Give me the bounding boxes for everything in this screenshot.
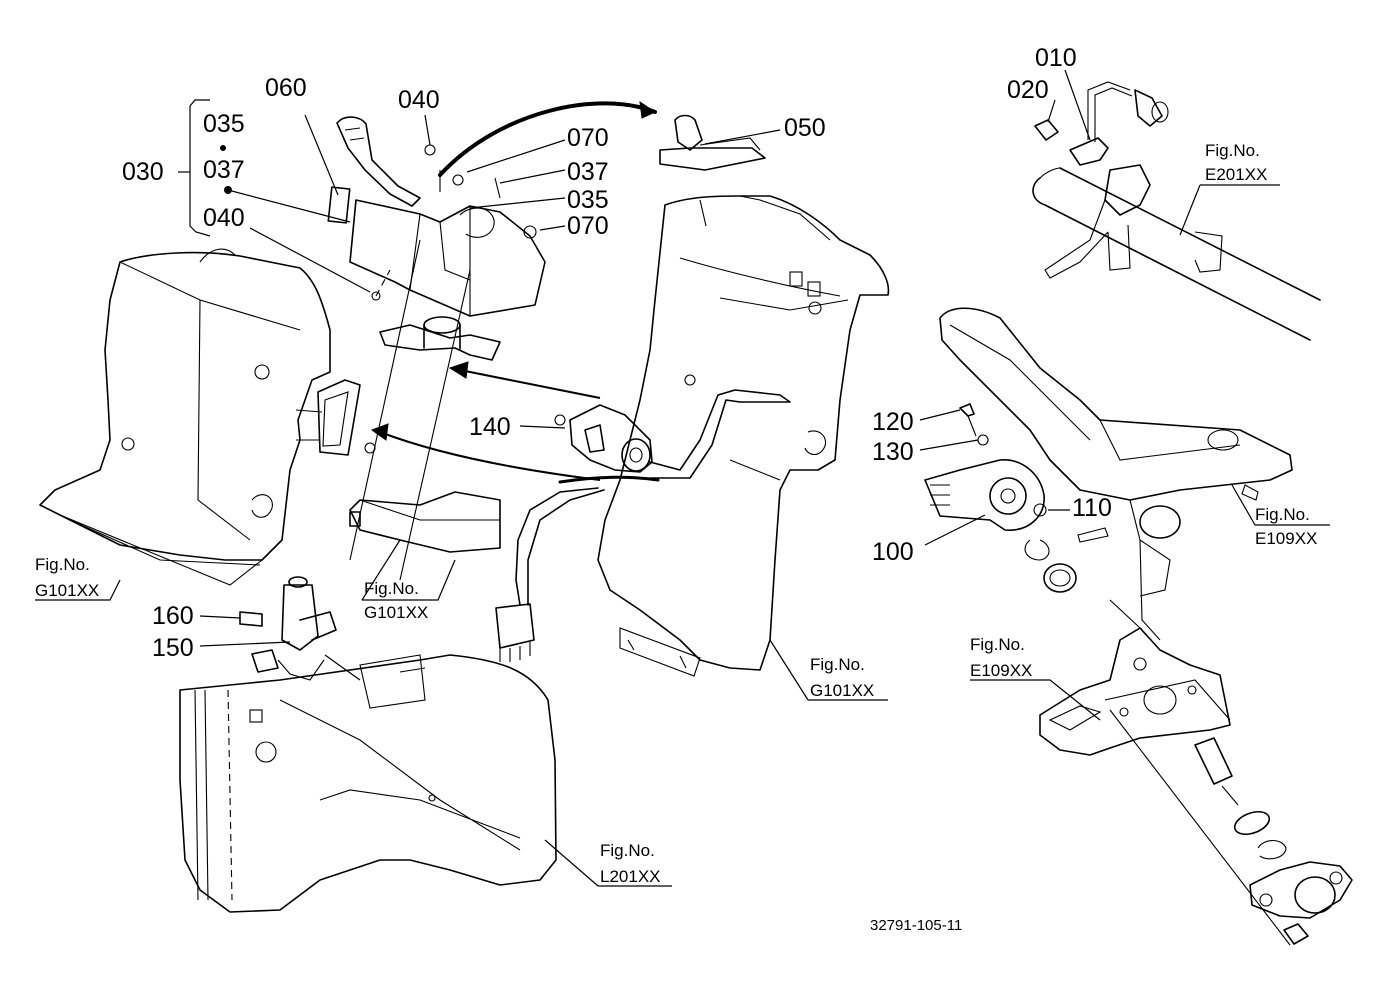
fig-ref-g101-right: G101XX (810, 681, 874, 700)
assembly-arrows (370, 100, 660, 484)
callout-150: 150 (152, 634, 194, 662)
fig-ref-e109-right: E109XX (1255, 529, 1317, 548)
callout-035-top: 035 (203, 110, 245, 138)
callout-020: 020 (1007, 76, 1049, 104)
callout-110: 110 (1072, 494, 1112, 522)
figure-references: Fig.No. G101XX Fig.No. G101XX Fig.No. G1… (35, 141, 1317, 886)
callout-labels: 030 035 037 040 060 040 070 037 035 070 … (122, 44, 1112, 662)
leader-lines (35, 69, 1330, 887)
callout-050: 050 (784, 114, 826, 142)
fig-ref-e201: E201XX (1205, 165, 1267, 184)
accelerator-pedal-assembly (939, 307, 1293, 641)
callout-070-top: 070 (567, 124, 609, 152)
steering-column-tube (349, 239, 501, 581)
callout-037-right: 037 (567, 158, 609, 186)
fig-ref-l201: L201XX (600, 867, 661, 886)
fig-ref-prefix-e109-right: Fig.No. (1255, 505, 1310, 524)
callout-140: 140 (469, 413, 511, 441)
fig-ref-prefix-e109-left: Fig.No. (970, 635, 1025, 654)
drawing-code: 32791-105-11 (870, 917, 962, 934)
fig-ref-prefix-e201: Fig.No. (1205, 141, 1260, 160)
fig-ref-prefix-l201: Fig.No. (600, 841, 655, 860)
solenoid-150 (239, 576, 337, 681)
fig-ref-prefix-g101-left: Fig.No. (35, 555, 90, 574)
switch-harness-140 (495, 389, 791, 662)
callout-070-right: 070 (567, 212, 609, 240)
callout-037-top: 037 (203, 156, 245, 184)
callout-060: 060 (265, 74, 307, 102)
callout-030: 030 (122, 158, 164, 186)
callout-130: 130 (872, 438, 914, 466)
cover-switch-bezel (295, 379, 376, 456)
left-cover-panel (39, 248, 331, 586)
callout-160: 160 (152, 602, 194, 630)
callout-040-left: 040 (203, 204, 245, 232)
callout-120: 120 (872, 408, 914, 436)
callout-100: 100 (872, 538, 914, 566)
pedal-damper-parts (1109, 709, 1353, 946)
callout-035-right: 035 (567, 186, 609, 214)
top-right-shaft (1032, 81, 1321, 341)
top-cap-050 (659, 114, 766, 171)
fig-ref-g101-left: G101XX (35, 581, 99, 600)
center-cover-panel (597, 195, 890, 677)
lower-left-panel (179, 654, 557, 913)
combination-switch-assembly (327, 116, 546, 317)
callout-040-top: 040 (398, 86, 440, 114)
pedal-bracket (1039, 599, 1231, 756)
fig-ref-prefix-g101-mid: Fig.No. (364, 579, 419, 598)
fig-ref-g101-mid: G101XX (364, 603, 428, 622)
fig-ref-e109-left: E109XX (970, 661, 1032, 680)
pedal-sensor-100 (924, 403, 1109, 593)
callout-010: 010 (1035, 44, 1077, 72)
fig-ref-prefix-g101-right: Fig.No. (810, 655, 865, 674)
